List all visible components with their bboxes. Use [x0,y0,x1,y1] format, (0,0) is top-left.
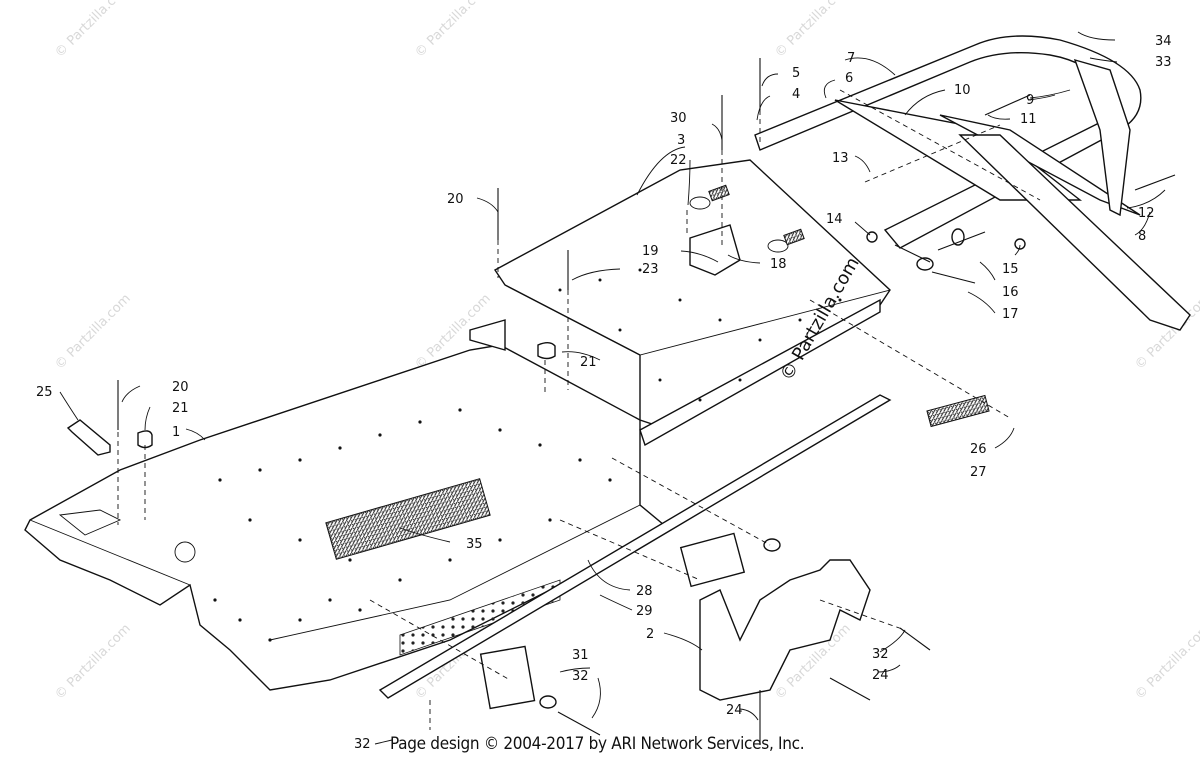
watermark-text: © Partzilla.com [52,291,134,373]
callout-7: 7 [847,51,855,66]
callout-18: 18 [770,257,787,272]
callout-9: 9 [1026,93,1034,108]
callout-4: 4 [792,87,800,102]
callout-25: 25 [36,385,53,400]
callout-21: 21 [580,355,597,370]
callout-8: 8 [1138,229,1146,244]
page-footer: Page design © 2004-2017 by ARI Network S… [390,734,805,754]
callout-23: 23 [642,262,659,277]
callout-labels: 1 2 3 4 5 6 7 8 9 10 11 12 13 14 15 16 1… [36,34,1172,752]
callout-35: 35 [466,537,483,552]
fastener-lines [117,58,1176,745]
callout-28: 28 [636,584,653,599]
callout-24: 24 [726,703,743,718]
callout-11: 11 [1020,112,1037,127]
callout-12: 12 [1138,206,1155,221]
callout-22: 22 [670,153,687,168]
bracket-assembly [479,532,871,710]
watermark-text: © Partzilla.com [1132,621,1200,703]
callout-14: 14 [826,212,843,227]
callout-3: 3 [677,133,685,148]
callout-10: 10 [954,83,971,98]
reflector [926,394,990,428]
callout-19: 19 [642,244,659,259]
callout-13: 13 [832,151,849,166]
callout-29: 29 [636,604,653,619]
watermark-text: © Partzilla.com [772,0,854,61]
callout-34: 34 [1155,34,1172,49]
watermark-text: © Partzilla.com [52,621,134,703]
callout-20: 20 [447,192,464,207]
callout-6: 6 [845,71,853,86]
leader-lines [59,31,1166,745]
callout-26: 26 [970,442,987,457]
callout-32: 32 [572,669,589,684]
callout-21: 21 [172,401,189,416]
rear-bumper [754,35,1191,331]
slide-rail [378,394,892,699]
callout-31: 31 [572,648,589,663]
callout-20: 20 [172,380,189,395]
callout-1: 1 [172,425,180,440]
watermark-text: © Partzilla.com [412,0,494,61]
callout-15: 15 [1002,262,1019,277]
callout-17: 17 [1002,307,1019,322]
callout-32: 32 [354,737,371,752]
callout-30: 30 [670,111,687,126]
callout-27: 27 [970,465,987,480]
watermark-text: © Partzilla.com [52,0,134,61]
callout-33: 33 [1155,55,1172,70]
callout-2: 2 [646,627,654,642]
hardware [66,228,1026,709]
callout-32: 32 [872,647,889,662]
tunnel-upper-section [469,159,891,447]
tunnel-assembly [24,344,672,691]
callout-5: 5 [792,66,800,81]
callout-16: 16 [1002,285,1019,300]
callout-24: 24 [872,668,889,683]
